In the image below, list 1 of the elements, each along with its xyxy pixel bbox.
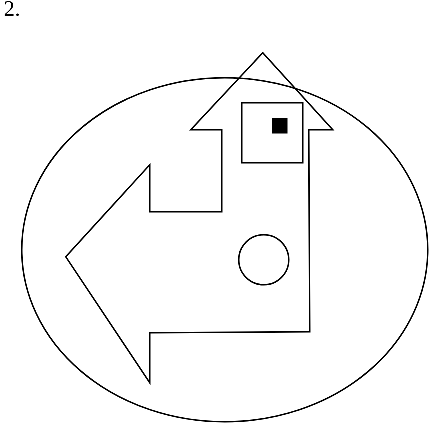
- question-number: 2.: [4, 0, 20, 22]
